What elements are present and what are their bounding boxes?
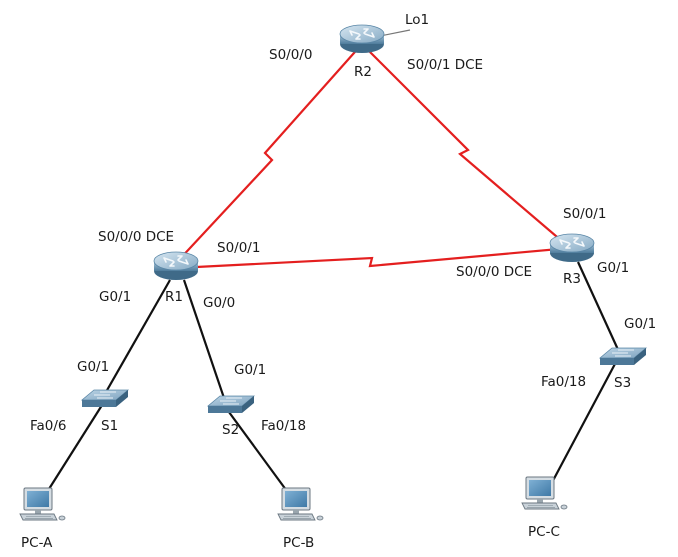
interface-label-s1-g01: G0/1 bbox=[77, 359, 110, 375]
router-r3-icon[interactable] bbox=[549, 233, 595, 263]
interface-label-s2-g01: G0/1 bbox=[234, 362, 267, 378]
pc-b-icon[interactable] bbox=[277, 487, 324, 521]
pc-a-icon[interactable] bbox=[19, 487, 66, 521]
device-label-s2: S2 bbox=[222, 422, 240, 438]
switch-s2-icon[interactable] bbox=[207, 395, 255, 414]
interface-label-s1-fa06: Fa0/6 bbox=[30, 418, 67, 434]
ethernet-link-s1-pca bbox=[41, 401, 105, 501]
ethernet-link-s2-pcb bbox=[225, 407, 293, 499]
pc-c-icon[interactable] bbox=[521, 476, 568, 510]
ethernet-link-s3-pcc bbox=[547, 361, 617, 491]
switch-s3-icon[interactable] bbox=[599, 347, 647, 366]
router-r1-icon[interactable] bbox=[153, 251, 199, 281]
interface-label-s2-fa018: Fa0/18 bbox=[261, 418, 307, 434]
interface-label-r2-lo1: Lo1 bbox=[405, 12, 430, 28]
ethernet-link-r3-s3 bbox=[576, 261, 622, 355]
ethernet-link-r1-s2 bbox=[182, 279, 226, 399]
device-label-s3: S3 bbox=[614, 375, 632, 391]
ethernet-link-r1-s1 bbox=[105, 279, 171, 393]
interface-label-s3-fa018: Fa0/18 bbox=[541, 374, 587, 390]
device-label-pc-c: PC-C bbox=[528, 524, 560, 540]
serial-link-r2-r3 bbox=[361, 43, 571, 249]
serial-links bbox=[176, 43, 571, 270]
interface-label-s3-g01: G0/1 bbox=[624, 316, 657, 332]
device-label-r2: R2 bbox=[354, 64, 372, 80]
device-label-s1: S1 bbox=[101, 418, 119, 434]
device-label-r1: R1 bbox=[165, 289, 183, 305]
interface-label-r1-s001: S0/0/1 bbox=[217, 240, 261, 256]
interface-label-r1-s000: S0/0/0 DCE bbox=[98, 229, 175, 245]
serial-link-r1-r2 bbox=[176, 43, 363, 263]
interface-label-r2-s001: S0/0/1 DCE bbox=[407, 57, 484, 73]
device-label-pc-b: PC-B bbox=[283, 535, 315, 551]
interface-label-r3-g01: G0/1 bbox=[597, 260, 630, 276]
interface-label-r3-s001: S0/0/1 bbox=[563, 206, 607, 222]
loopback-line bbox=[379, 29, 411, 37]
ethernet-links bbox=[41, 261, 622, 501]
switch-s1-icon[interactable] bbox=[81, 389, 129, 408]
interface-label-r3-s000: S0/0/0 DCE bbox=[456, 264, 533, 280]
device-label-pc-a: PC-A bbox=[21, 535, 53, 551]
interface-label-r2-s000: S0/0/0 bbox=[269, 47, 313, 63]
interface-label-r1-g01: G0/1 bbox=[99, 289, 132, 305]
router-r2-icon[interactable] bbox=[339, 24, 385, 54]
device-label-r3: R3 bbox=[563, 271, 581, 287]
interface-label-r1-g00: G0/0 bbox=[203, 295, 236, 311]
serial-link-r1-r3 bbox=[176, 246, 571, 270]
